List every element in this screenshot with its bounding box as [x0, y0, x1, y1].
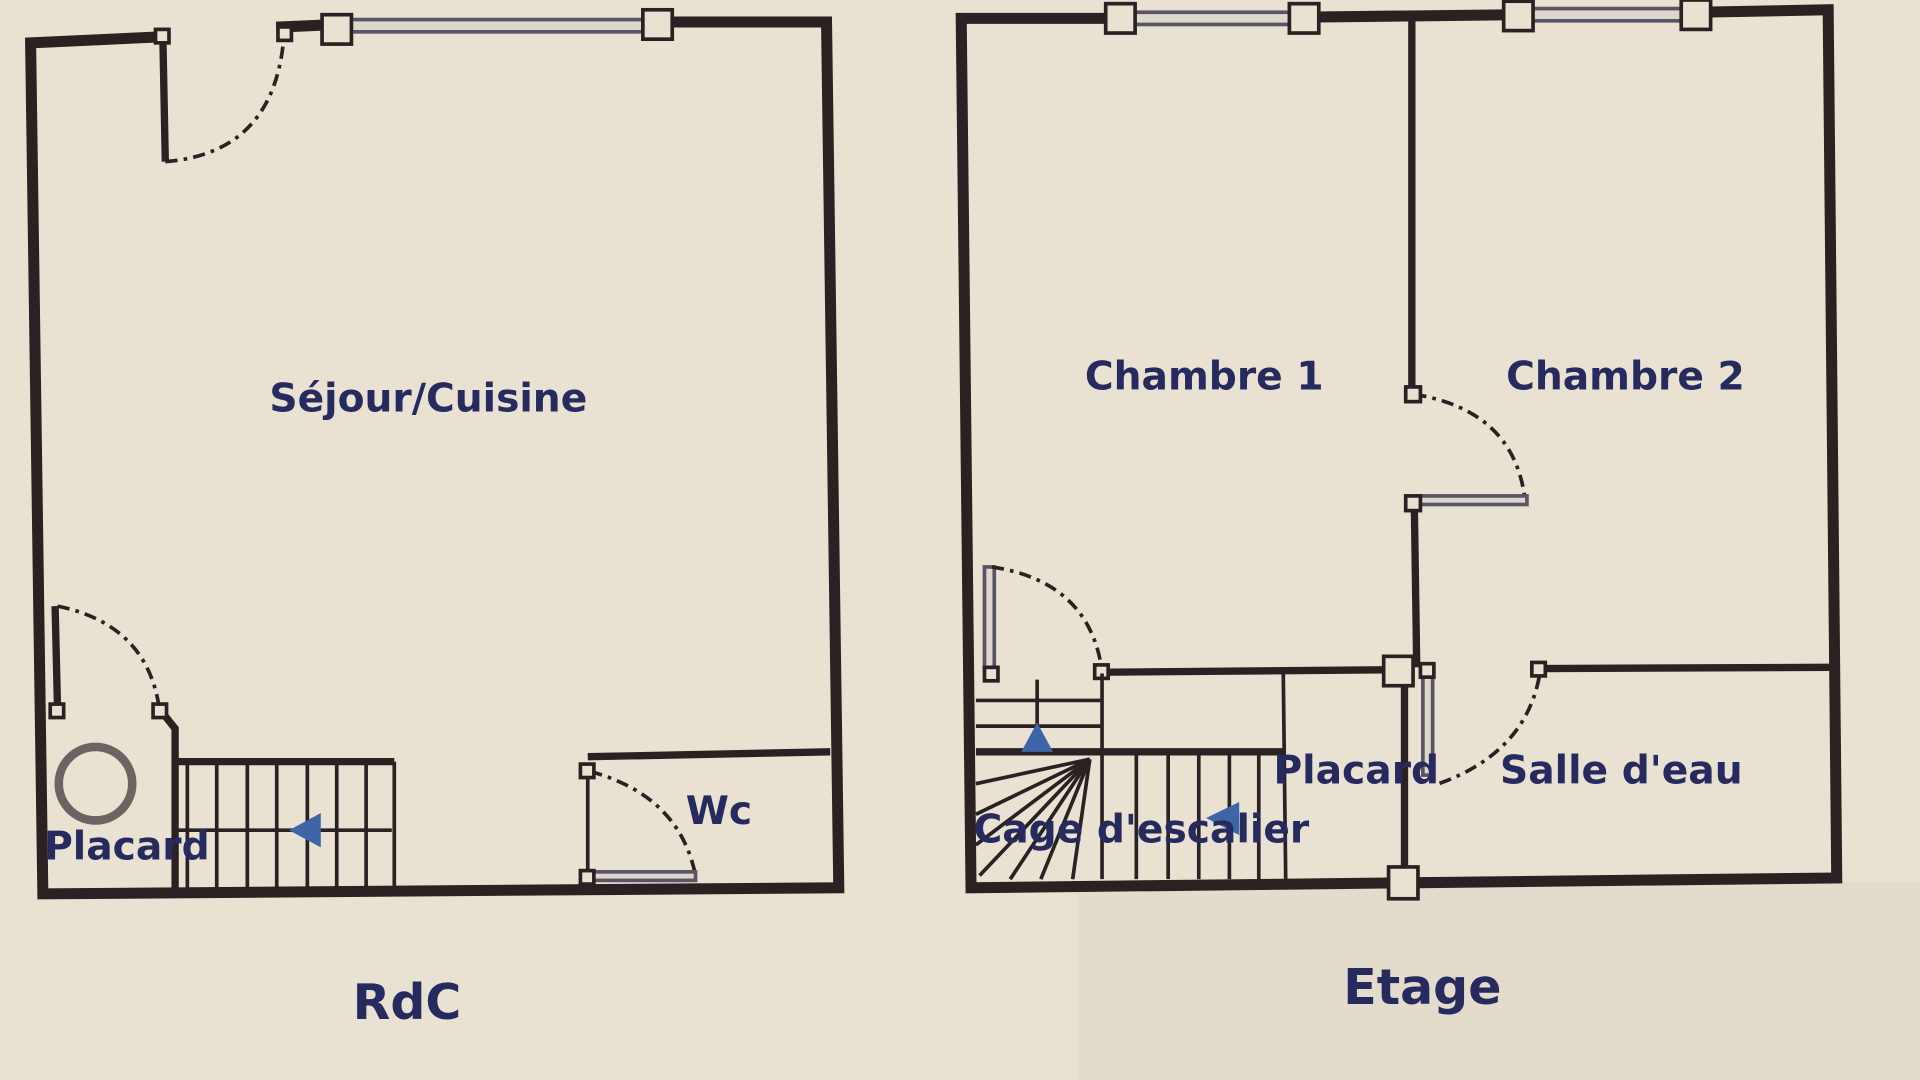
entry-door-leaf	[159, 36, 169, 162]
window-post	[320, 12, 354, 46]
bedroom-partition	[1410, 501, 1421, 668]
chambre2-door-swing	[1413, 392, 1527, 497]
salle-deau-door-swing	[1438, 676, 1541, 786]
upper-floor-plan: Chambre 1 Chambre 2 Placard Salle d'eau …	[955, 0, 1843, 1016]
plan-title-rdc: RdC	[353, 974, 462, 1031]
wall-post	[1381, 654, 1415, 688]
salle-deau-wall	[1540, 663, 1831, 673]
wall-post	[1386, 865, 1420, 901]
upper-staircase	[974, 673, 1284, 881]
window-post	[1103, 1, 1137, 35]
door-hinge	[578, 762, 596, 780]
ground-staircase	[175, 757, 397, 888]
upper-window-1	[1118, 10, 1306, 27]
door-hinge	[1403, 385, 1423, 404]
stair-cage-wall	[1281, 673, 1288, 880]
ground-outer-wall	[25, 16, 845, 900]
corridor-wall	[1102, 666, 1384, 676]
water-heater-icon	[54, 742, 137, 825]
room-label-chambre-2: Chambre 2	[1506, 354, 1745, 399]
stair-door-swing	[991, 565, 1104, 672]
upper-window-2	[1516, 6, 1698, 23]
door-hinge	[1530, 660, 1548, 678]
paper-shade	[1077, 881, 1920, 1080]
placard-wall	[162, 714, 179, 888]
room-label-cage-escalier: Cage d'escalier	[973, 807, 1309, 852]
door-hinge	[151, 702, 169, 720]
wc-door-leaf	[588, 870, 698, 883]
plan-title-etage: Etage	[1343, 959, 1501, 1016]
room-label-wc: Wc	[686, 789, 752, 834]
ground-window	[334, 17, 660, 34]
room-label-placard: Placard	[44, 825, 210, 870]
door-hinge	[48, 702, 66, 720]
stair-door-leaf	[982, 565, 997, 673]
placard-door-leaf	[51, 606, 62, 711]
entry-door-swing	[165, 34, 286, 164]
door-hinge	[1403, 494, 1423, 513]
window-post	[1679, 0, 1713, 32]
room-label-placard: Placard	[1273, 749, 1439, 794]
stair-direction-arrow-icon	[288, 813, 321, 848]
ground-floor-plan: Séjour/Cuisine Placard Wc RdC	[25, 7, 845, 1031]
door-hinge	[982, 665, 1000, 683]
upper-wall-segment	[1298, 9, 1524, 23]
stair-direction-arrow-icon	[1206, 802, 1240, 836]
placard-door-swing	[57, 604, 162, 709]
stair-up-arrow-icon	[1021, 722, 1054, 752]
door-hinge	[276, 25, 294, 43]
door-hinge	[578, 868, 596, 886]
wc-wall	[587, 748, 831, 761]
room-label-salle-deau: Salle d'eau	[1500, 749, 1743, 794]
window-post	[1501, 0, 1535, 33]
window-post	[1287, 1, 1321, 35]
room-label-sejour-cuisine: Séjour/Cuisine	[269, 376, 587, 421]
wc-door-swing	[589, 769, 698, 876]
door-hinge	[1418, 661, 1436, 679]
chambre2-door-leaf	[1412, 494, 1529, 507]
door-hinge	[153, 27, 171, 45]
window-post	[641, 7, 675, 42]
room-label-chambre-1: Chambre 1	[1085, 354, 1324, 399]
